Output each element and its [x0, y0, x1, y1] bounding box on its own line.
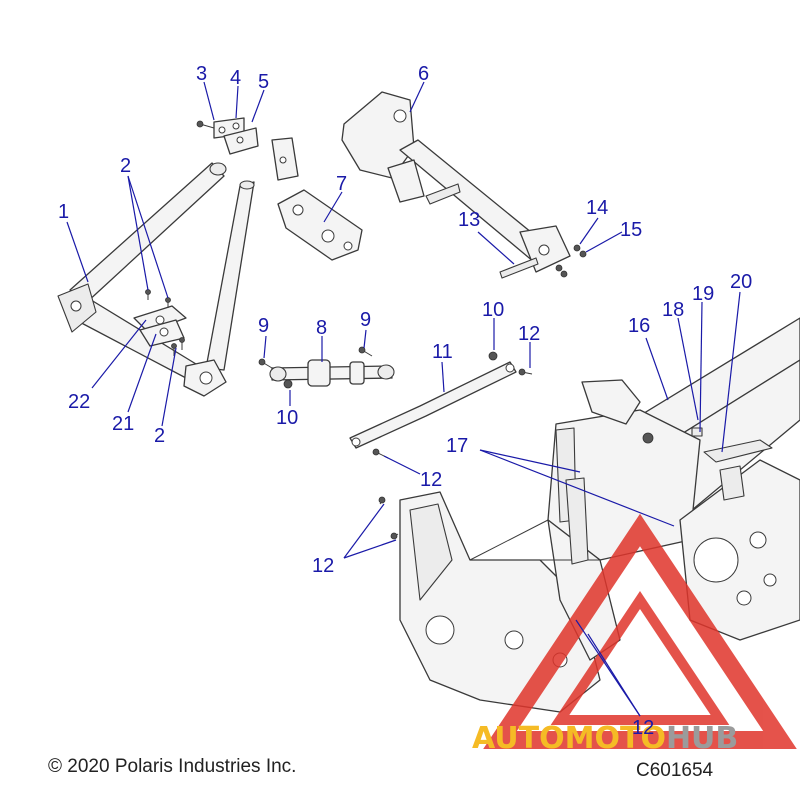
- bolts-13-14-15: [499, 244, 587, 279]
- callout-8: 8: [316, 317, 327, 339]
- callout-7: 7: [336, 173, 347, 195]
- callout-4: 4: [230, 67, 241, 89]
- callout-12b: 12: [420, 469, 442, 491]
- callout-22: 22: [68, 391, 90, 413]
- callout-12a: 12: [518, 323, 540, 345]
- callout-1: 1: [58, 201, 69, 223]
- callout-17: 17: [446, 435, 468, 457]
- watermark-text-hub: HUB: [666, 721, 738, 756]
- figure-id: C601654: [636, 760, 714, 781]
- callout-6: 6: [418, 63, 429, 85]
- watermark-logo: AUTOMOTOHUB: [472, 513, 797, 756]
- callout-14: 14: [586, 197, 608, 219]
- callout-20: 20: [730, 271, 752, 293]
- callout-19: 19: [692, 283, 714, 305]
- link-arm-11: [349, 351, 533, 540]
- leader-lines: [66, 81, 741, 717]
- bracket-7: [277, 189, 363, 261]
- callout-10a: 10: [276, 407, 298, 429]
- callout-11: 11: [432, 341, 453, 363]
- callout-3: 3: [196, 63, 207, 85]
- callout-9a: 9: [258, 315, 269, 337]
- callout-5: 5: [258, 71, 269, 93]
- watermark-text-automoto: AUTOMOTO: [472, 721, 666, 756]
- chassis-main: [399, 317, 800, 713]
- svg-text:AUTOMOTOHUB: AUTOMOTOHUB: [472, 721, 738, 756]
- callout-21: 21: [112, 413, 134, 435]
- callout-13: 13: [458, 209, 480, 231]
- callout-15: 15: [620, 219, 642, 241]
- callout-18: 18: [662, 299, 684, 321]
- callout-16: 16: [628, 315, 650, 337]
- callout-12c: 12: [312, 555, 334, 577]
- callout-10b: 10: [482, 299, 504, 321]
- copyright-text: © 2020 Polaris Industries Inc.: [48, 756, 297, 777]
- callout-2b: 2: [154, 425, 165, 447]
- callout-12d: 12: [632, 717, 654, 739]
- tie-rod-8: [258, 346, 395, 389]
- callout-2a: 2: [120, 155, 131, 177]
- steering-tube-6: [341, 91, 571, 273]
- callout-9b: 9: [360, 309, 371, 331]
- mount-plates: [133, 305, 187, 347]
- clamp-parts: [196, 117, 299, 181]
- callouts: 1 2 2 3 4 5 6 7 8 9 9 10 10 11 12 12 12 …: [58, 63, 752, 739]
